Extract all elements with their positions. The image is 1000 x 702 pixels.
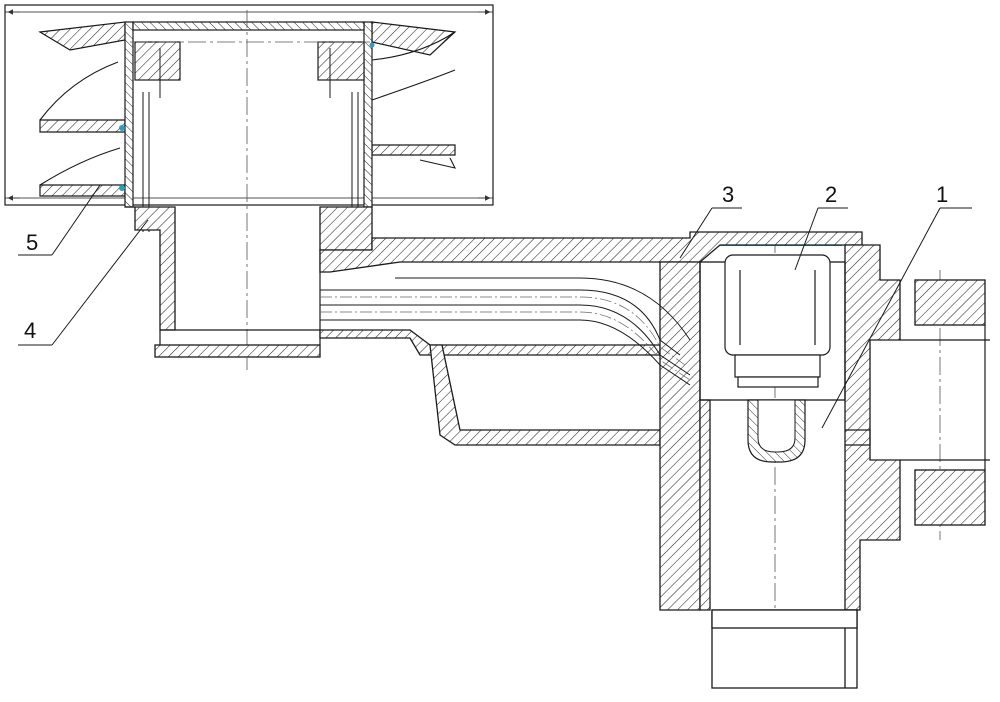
inlet-curves bbox=[40, 32, 455, 185]
lower-outlet bbox=[712, 610, 857, 688]
callout-3: 3 bbox=[722, 182, 734, 207]
right-flange bbox=[915, 280, 985, 525]
valve-actuator bbox=[725, 255, 830, 387]
left-pipe-outline bbox=[160, 250, 320, 345]
accent-seals bbox=[119, 43, 842, 247]
callout-5: 5 bbox=[26, 230, 38, 255]
valve-nozzle-core bbox=[758, 400, 795, 452]
callout-1: 1 bbox=[936, 182, 948, 207]
upper-cone-plates bbox=[40, 22, 455, 196]
callout-4: 4 bbox=[24, 318, 36, 343]
callout-2: 2 bbox=[825, 182, 837, 207]
